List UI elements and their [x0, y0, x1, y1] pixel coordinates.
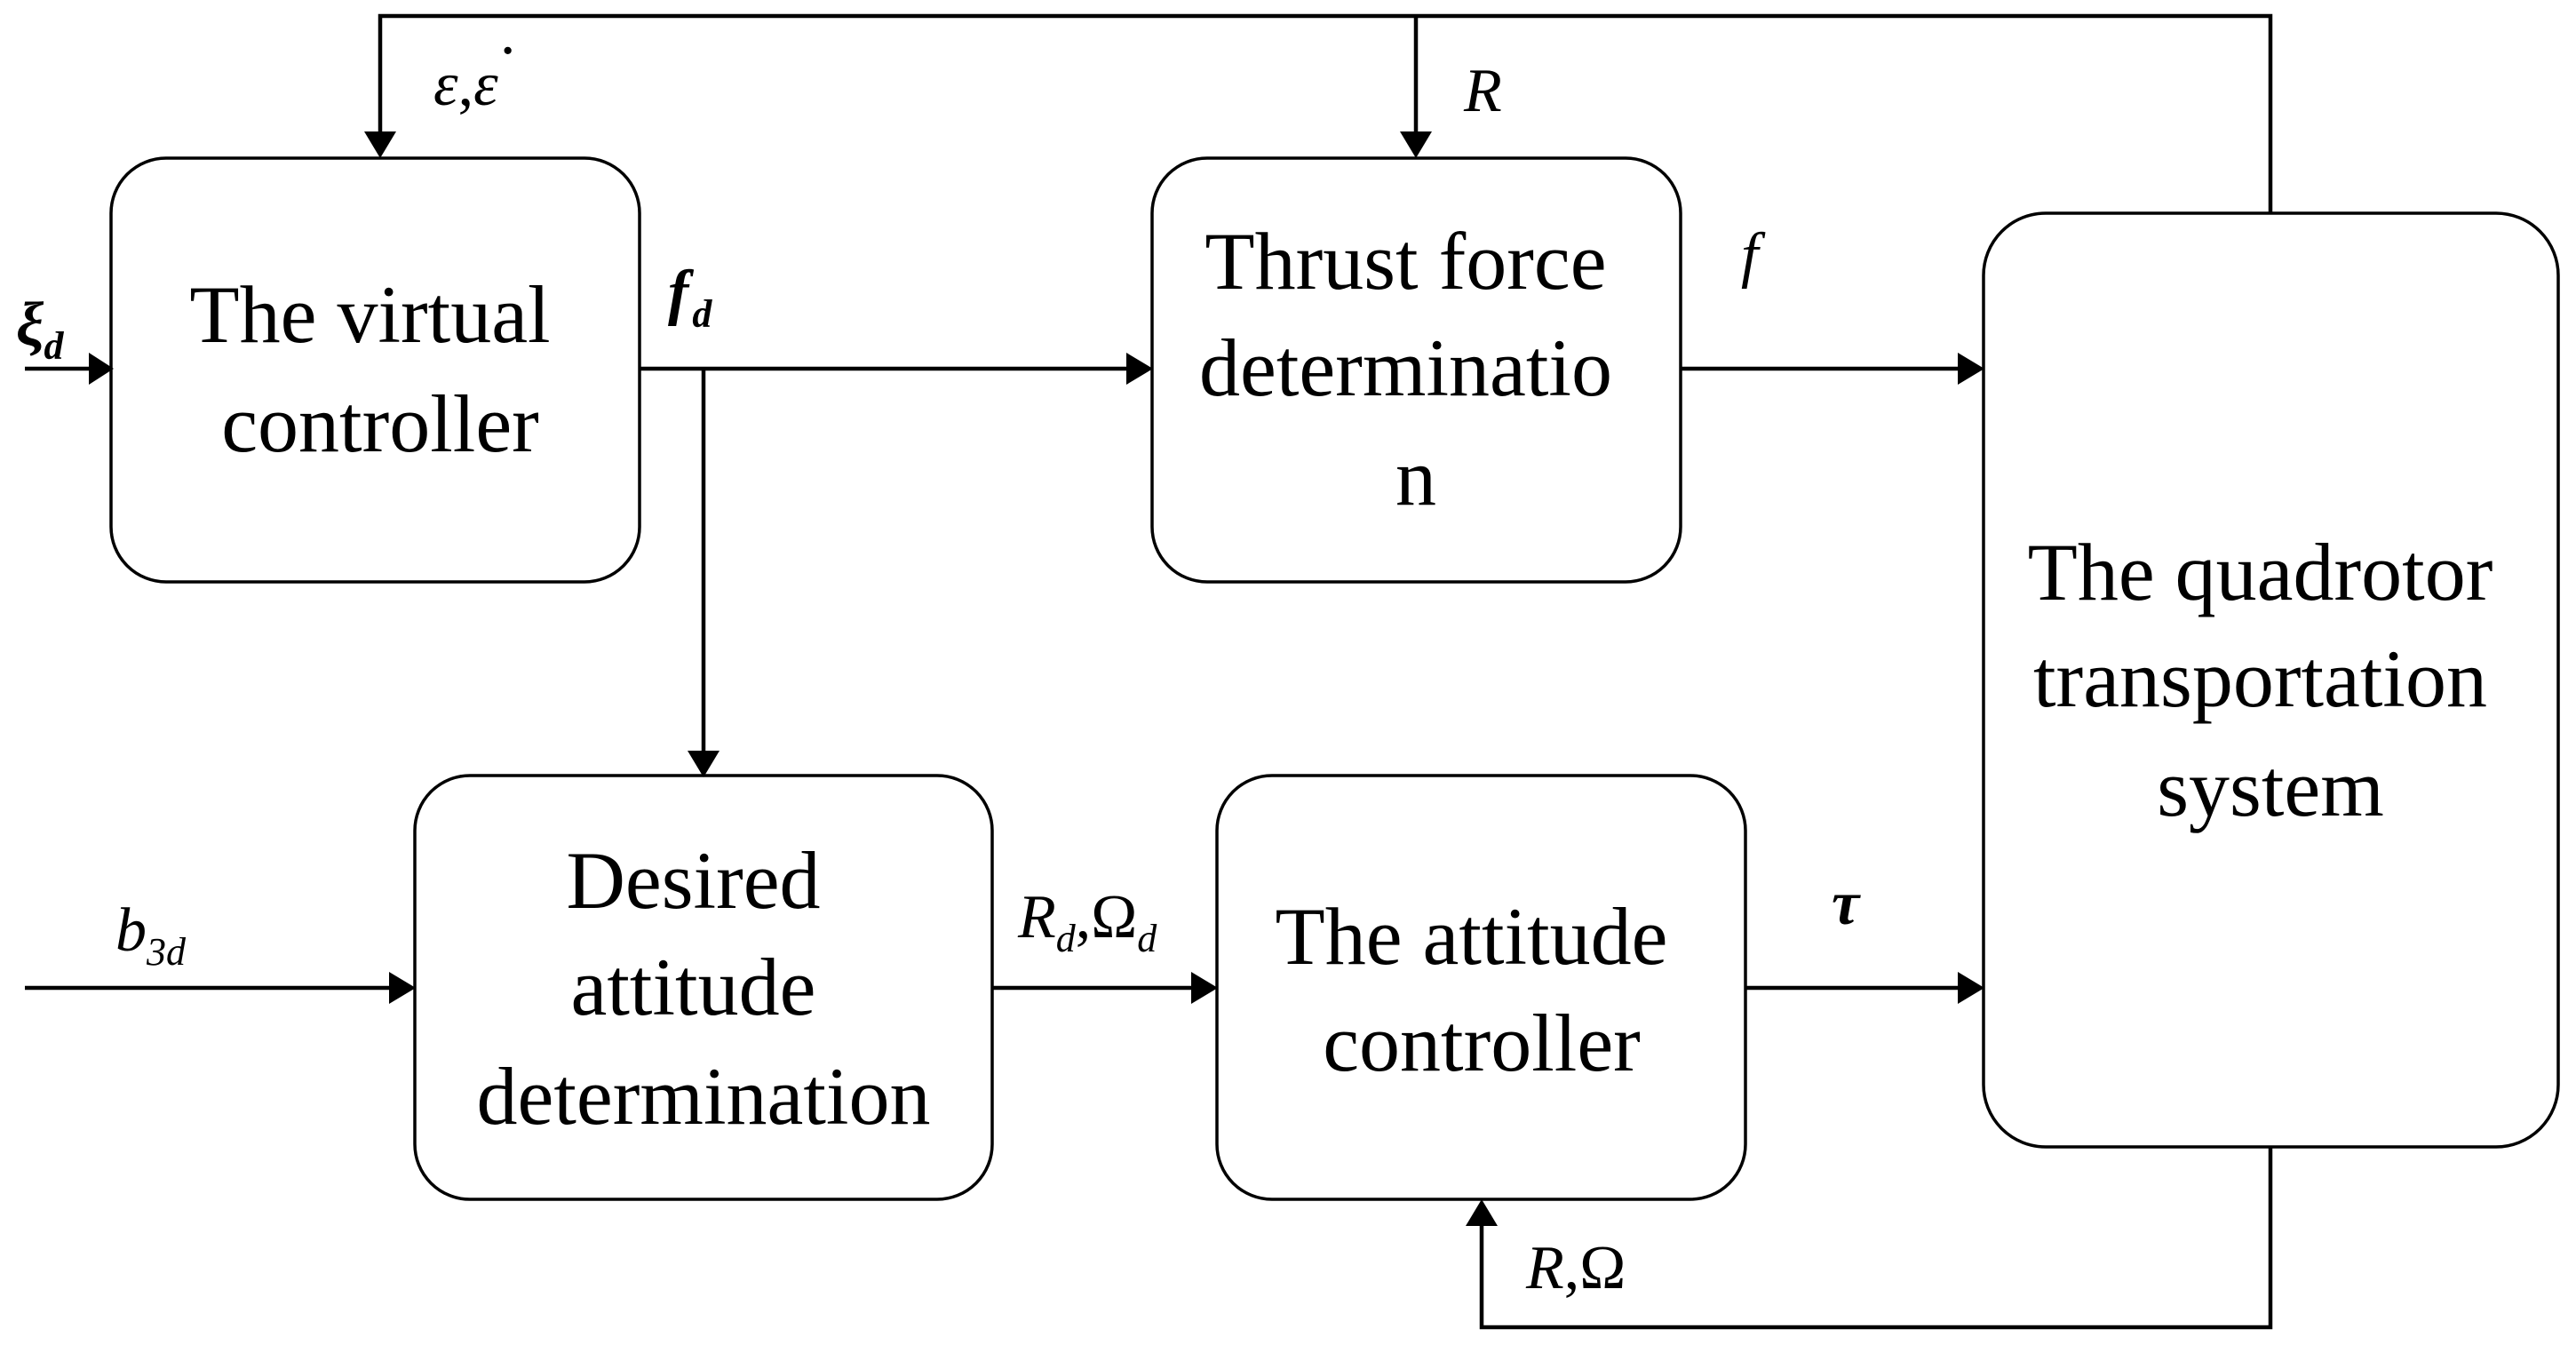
wire-bottom-feedback-loop [1466, 1147, 2273, 1330]
signal-xi-d: ξd [16, 290, 64, 368]
signal-r-top: R [1463, 57, 1502, 125]
block-virtual-controller-line-2: controller [221, 378, 539, 469]
block-thrust-force-line-1: Thrust force [1205, 216, 1606, 306]
svg-text:The quadrotor transporta: The quadrotor transportation system [2028, 527, 2514, 833]
block-thrust-force-line-2: determinatio [1199, 322, 1612, 413]
wire-tau-to-quadrotor [1745, 972, 1984, 1004]
wire-fd-to-desired-attitude [688, 369, 720, 777]
svg-text:Thrust force determinati: Thrust force determinatio n [1199, 216, 1633, 522]
svg-text:Desired attitude d: Desired attitude determination [477, 835, 931, 1142]
svg-text:The virtual controller: The virtual controller [189, 269, 570, 469]
wire-b3d-input [25, 972, 416, 1004]
svg-text:ε,ε: ε,ε [433, 51, 498, 119]
signal-f-d: fd [668, 259, 712, 336]
block-desired-attitude-line-1: Desired [566, 835, 820, 926]
signal-rd-omegad: Rd,Ωd [1017, 883, 1157, 960]
wire-f-to-quadrotor [1681, 353, 1984, 385]
signal-epsilon-epsilon-dot: ε,ε · [433, 17, 518, 119]
wire-top-feedback-loop [364, 13, 2273, 213]
signal-tau: τ [1832, 870, 1861, 938]
block-thrust-force-line-3: n [1395, 432, 1436, 522]
signal-r-omega: R,Ω [1525, 1234, 1626, 1302]
wire-rd-omegad-to-attitude-controller [992, 972, 1218, 1004]
block-quadrotor-line-3: system [2157, 743, 2384, 833]
block-attitude-controller-line-1: The attitude [1276, 891, 1668, 982]
block-attitude-controller-line-2: controller [1323, 998, 1641, 1088]
block-quadrotor-line-2: transportation [2033, 633, 2487, 724]
block-virtual-controller: The virtual controller [109, 156, 641, 584]
block-desired-attitude-determination: Desired attitude determination [413, 774, 994, 1201]
block-quadrotor-transportation-system: The quadrotor transportation system [1982, 211, 2560, 1149]
svg-text:·: · [497, 17, 518, 85]
signal-f: f [1741, 221, 1766, 290]
signal-b3d: b3d [115, 896, 187, 974]
block-desired-attitude-line-2: attitude [571, 942, 816, 1032]
svg-text:The attitude controller: The attitude controller [1276, 891, 1689, 1088]
wire-xi-d-input [25, 353, 114, 385]
block-thrust-force-determination: Thrust force determinatio n [1150, 156, 1682, 584]
block-attitude-controller: The attitude controller [1215, 774, 1747, 1201]
block-virtual-controller-line-1: The virtual [189, 269, 550, 360]
block-desired-attitude-line-3: determination [477, 1051, 931, 1142]
wire-fd-to-thrust-force [640, 353, 1153, 385]
block-quadrotor-line-1: The quadrotor [2028, 527, 2493, 617]
